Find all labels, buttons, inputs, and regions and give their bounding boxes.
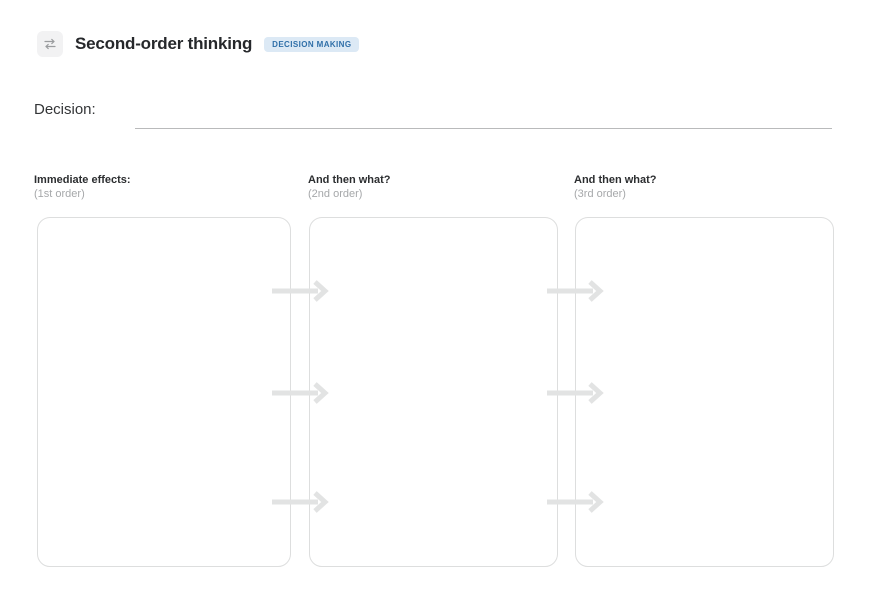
page-header: Second-order thinking DECISION MAKING xyxy=(37,30,360,58)
page-title: Second-order thinking xyxy=(75,34,253,53)
column-subheading: (2nd order) xyxy=(308,188,363,200)
column-header-second-order: And then what? (2nd order) xyxy=(308,173,391,201)
column-heading: And then what? xyxy=(308,174,391,186)
decision-row: Decision: xyxy=(34,101,834,131)
column-heading: And then what? xyxy=(574,174,657,186)
decision-label: Decision: xyxy=(34,101,96,118)
column-subheading: (3rd order) xyxy=(574,188,626,200)
decision-input-line[interactable] xyxy=(135,128,832,129)
column-heading: Immediate effects: xyxy=(34,174,131,186)
answer-box-third-order[interactable] xyxy=(575,217,834,567)
column-subheading: (1st order) xyxy=(34,188,85,200)
category-badge: DECISION MAKING xyxy=(264,36,360,52)
column-header-first-order: Immediate effects: (1st order) xyxy=(34,173,131,201)
transfer-arrows-icon xyxy=(37,31,63,57)
answer-box-second-order[interactable] xyxy=(309,217,558,567)
column-header-third-order: And then what? (3rd order) xyxy=(574,173,657,201)
answer-box-first-order[interactable] xyxy=(37,217,291,567)
